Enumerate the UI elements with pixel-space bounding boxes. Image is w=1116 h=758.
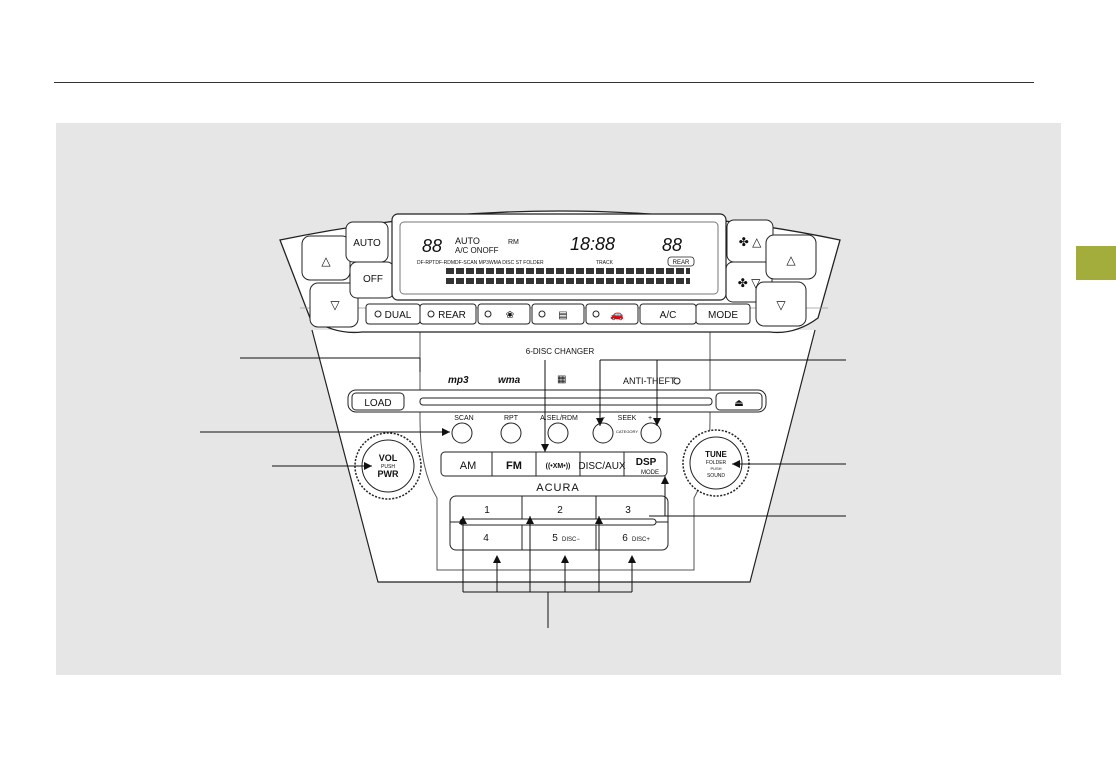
eject-button[interactable] (715, 392, 763, 411)
tune-push-label: PUSH (710, 466, 721, 471)
preset-5-label: 5 (552, 533, 558, 544)
auto-label: AUTO (353, 238, 381, 249)
dsp-label: DSP (636, 457, 657, 468)
front-defrost-button[interactable] (477, 303, 531, 325)
rear-climate-button[interactable] (419, 303, 477, 325)
left-temp-down-button[interactable] (309, 282, 359, 328)
section-tab (1076, 246, 1116, 280)
rear-label: REAR (438, 310, 466, 321)
preset-2-label: 2 (557, 505, 563, 516)
disc-minus-label: DISC− (562, 537, 580, 543)
preset-strip (459, 518, 657, 526)
disc-plus-label: DISC+ (632, 537, 650, 543)
preset-4-label: 4 (483, 533, 489, 544)
fan-down-icon: ✤ ▽ (738, 276, 761, 290)
dsp-mode-label: MODE (641, 470, 659, 476)
scan-label: SCAN (454, 415, 473, 422)
recirculation-button[interactable] (585, 303, 639, 325)
disc-slot (419, 397, 713, 406)
lcd-row2: DF-RPTDF-RDMDF-SCAN MP3WMA DISC ST FOLDE… (417, 260, 544, 266)
disc-logo-icon: ▦ (557, 374, 566, 385)
anti-theft-label: ANTI-THEFT (623, 376, 676, 386)
lcd-temp-left: 88 (422, 236, 442, 256)
climate-mode-label: MODE (708, 310, 738, 321)
lcd-temp-right: 88 (662, 235, 682, 255)
fm-label: FM (506, 460, 522, 472)
lcd-rm: RM (508, 239, 519, 246)
fm-button[interactable]: FM (506, 460, 522, 472)
off-label: OFF (363, 274, 383, 285)
pwr-label: PWR (378, 469, 399, 479)
lcd-rear: REAR (673, 260, 690, 266)
vol-label: VOL (379, 453, 398, 463)
right-temp-down-button[interactable] (755, 281, 807, 327)
fan-up-icon: ✤ △ (739, 235, 762, 249)
preset-1-button[interactable]: 1 (484, 505, 490, 516)
climate-mode-button[interactable] (695, 303, 751, 325)
preset-6-label: 6 (622, 533, 628, 544)
dsp-button[interactable]: DSP MODE (636, 457, 659, 476)
lcd-clock: 18:88 (570, 234, 615, 254)
disc-aux-label: DISC/AUX (578, 461, 626, 472)
load-button[interactable] (351, 392, 405, 411)
mp3-logo: mp3 (448, 375, 469, 386)
seek-plus-label: + (648, 415, 652, 422)
right-temp-up-button[interactable] (765, 234, 817, 280)
eject-icon: ⏏ (734, 398, 743, 409)
load-label: LOAD (364, 398, 391, 409)
lcd-auto: AUTO (455, 236, 480, 246)
am-button[interactable]: AM (460, 460, 477, 472)
wma-logo: wma (498, 375, 521, 386)
preset-2-button[interactable]: 2 (557, 505, 563, 516)
seek-label: SEEK (618, 415, 637, 422)
seek-up-button[interactable] (640, 422, 662, 444)
up-arrow-icon: △ (786, 253, 796, 267)
ac-label: A/C (660, 310, 677, 321)
tune-folder-label: FOLDER (706, 460, 727, 466)
lcd-track: TRACK (596, 260, 614, 266)
preset-3-label: 3 (625, 505, 631, 516)
changer-label: 6-DISC CHANGER (526, 347, 595, 356)
tune-folder-knob[interactable] (689, 436, 743, 490)
vol-push-label: PUSH (381, 464, 395, 470)
asel-rdm-label: A.SEL/RDM (540, 415, 578, 422)
rpt-label: RPT (504, 415, 519, 422)
am-label: AM (460, 460, 477, 472)
brand-label: ACURA (536, 482, 580, 494)
down-arrow-icon: ▽ (776, 298, 786, 312)
rear-defrost-icon: ▤ (558, 310, 567, 321)
scan-button[interactable] (451, 422, 473, 444)
band-button-row (440, 451, 668, 477)
preset-3-button[interactable]: 3 (625, 505, 631, 516)
callout-lines (200, 357, 846, 628)
callout-arrowheads (364, 418, 740, 563)
xm-label: ((•XM•)) (546, 463, 571, 470)
disc-aux-button[interactable]: DISC/AUX (578, 461, 626, 472)
car-recirculation-icon: 🚗 (610, 309, 624, 321)
rear-defrost-button[interactable] (531, 303, 585, 325)
preset-4-button[interactable]: 4 (483, 533, 489, 544)
header-rule (54, 82, 1034, 83)
category-label: CATEGORY (616, 429, 638, 434)
preset-1-label: 1 (484, 505, 490, 516)
dual-label: DUAL (385, 310, 412, 321)
tune-label: TUNE (705, 450, 727, 459)
asel-rdm-button[interactable] (547, 422, 569, 444)
preset-6-button[interactable]: 6 DISC+ (622, 533, 650, 544)
anti-theft-indicator (673, 377, 681, 385)
seek-down-button[interactable] (592, 422, 614, 444)
preset-5-button[interactable]: 5 DISC− (552, 533, 580, 544)
lcd-ac-onoff: A/C ONOFF (455, 246, 499, 255)
sound-label: SOUND (707, 473, 725, 479)
xm-button[interactable]: ((•XM•)) (546, 463, 571, 470)
rpt-button[interactable] (500, 422, 522, 444)
front-defrost-icon: ❀ (506, 310, 514, 321)
down-arrow-icon: ▽ (330, 298, 340, 312)
up-arrow-icon: △ (321, 254, 331, 268)
